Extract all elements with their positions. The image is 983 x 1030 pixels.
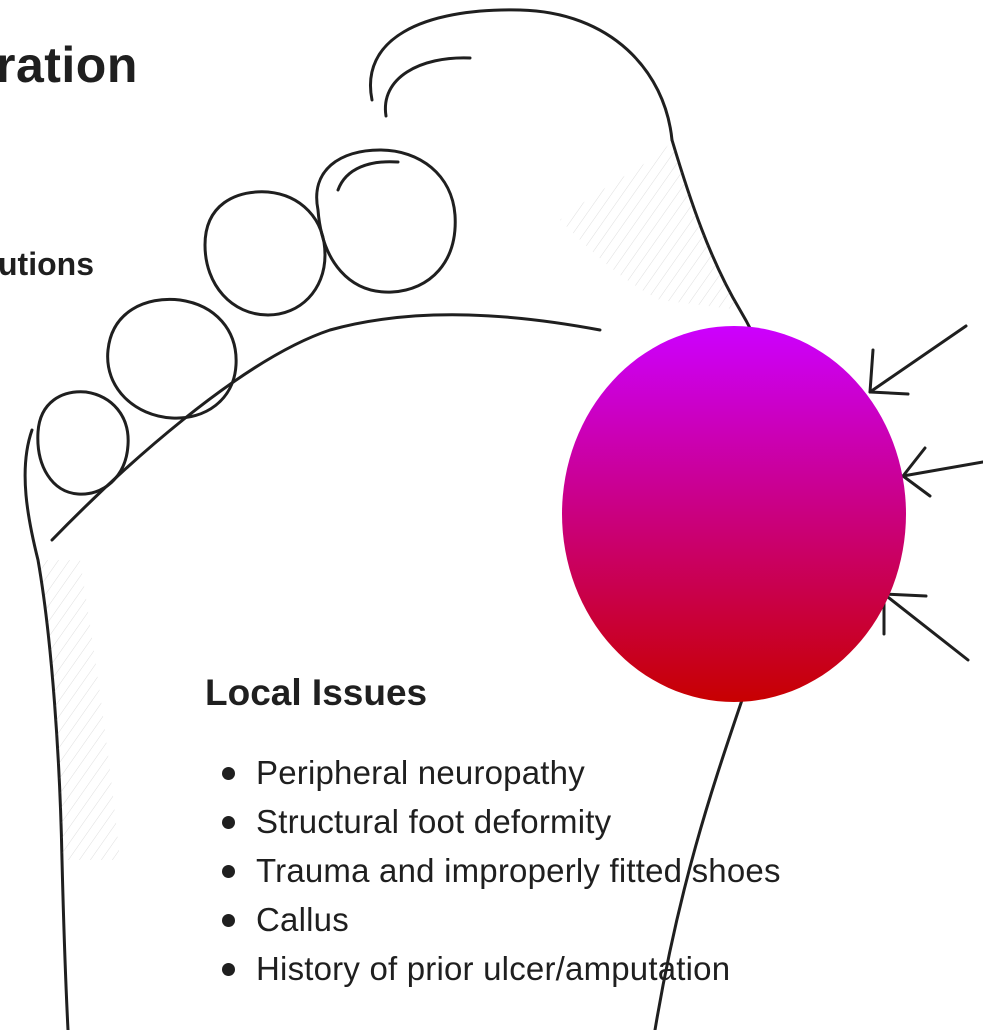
local-issues-title: Local Issues xyxy=(205,672,427,714)
toe-4 xyxy=(108,299,236,418)
toe-2 xyxy=(317,150,456,292)
arrow-icon xyxy=(870,326,966,394)
big-toe xyxy=(370,10,672,140)
toe-2-nail xyxy=(338,162,398,190)
arrow-icon xyxy=(884,594,968,660)
list-item: Structural foot deformity xyxy=(222,797,781,846)
list-item: Callus xyxy=(222,895,781,944)
list-item: History of prior ulcer/amputation xyxy=(222,944,781,993)
toe-crease xyxy=(52,315,600,540)
toe-3 xyxy=(205,192,325,315)
big-toe-nail xyxy=(385,58,470,116)
local-issues-list: Peripheral neuropathy Structural foot de… xyxy=(222,748,781,993)
heading-fragment: ration xyxy=(0,36,138,94)
pressure-point-marker xyxy=(562,326,906,702)
subheading-fragment: utions xyxy=(0,246,94,283)
list-item: Trauma and improperly fitted shoes xyxy=(222,846,781,895)
arrow-icon xyxy=(903,448,983,496)
list-item: Peripheral neuropathy xyxy=(222,748,781,797)
